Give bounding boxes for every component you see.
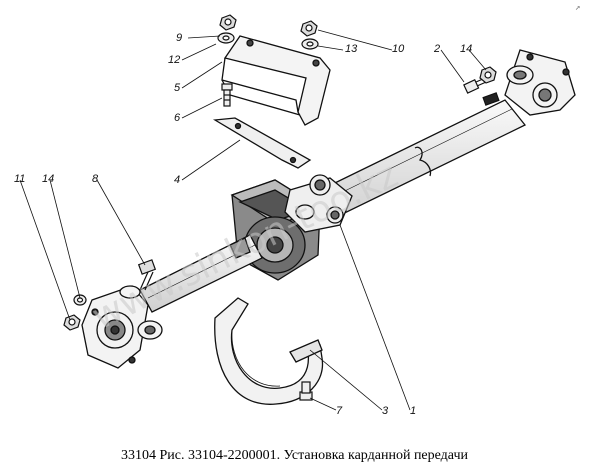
- callout-9: 9: [176, 32, 182, 44]
- callout-4: 4: [174, 174, 180, 186]
- callout-2: 2: [433, 43, 440, 55]
- bracket-plate-4: [212, 117, 312, 169]
- leader-lines: [19, 29, 487, 411]
- callout-8: 8: [92, 173, 99, 185]
- callouts: 9 12 5 6 4 13 10 2 14 11 14 8 7 3 1: [14, 32, 472, 417]
- callout-14-right: 14: [460, 43, 472, 55]
- washer-14-left: [73, 294, 87, 306]
- nut-11: [63, 314, 81, 331]
- callout-1: 1: [410, 405, 416, 417]
- bracket-top: [221, 35, 331, 126]
- plate-right: [482, 92, 500, 106]
- callout-3: 3: [382, 405, 389, 417]
- support-bracket-3: [214, 297, 324, 405]
- callout-5: 5: [174, 82, 181, 94]
- callout-6: 6: [174, 112, 181, 124]
- callout-13: 13: [345, 43, 358, 55]
- washer-12: [217, 32, 235, 44]
- bolt-8: [137, 259, 157, 291]
- rear-flange-yoke: [504, 49, 576, 116]
- figure-caption: 33104 Рис. 33104-2200001. Установка кард…: [121, 448, 468, 463]
- center-joint: [284, 174, 353, 233]
- washer-13: [301, 38, 319, 50]
- callout-12: 12: [168, 54, 180, 66]
- nut-9: [219, 14, 237, 31]
- nut-right: [479, 66, 497, 84]
- bolt-6: [221, 83, 233, 107]
- callout-11: 11: [14, 173, 25, 185]
- callout-7: 7: [336, 405, 343, 417]
- corner-mark: ↗: [575, 3, 580, 13]
- callout-10: 10: [392, 43, 405, 55]
- front-flange-yoke: [81, 285, 163, 369]
- callout-14-left: 14: [42, 173, 54, 185]
- watermark: www.sinkon-too.kz: [86, 155, 404, 338]
- bolt-7: [299, 381, 313, 401]
- nut-10: [300, 20, 318, 37]
